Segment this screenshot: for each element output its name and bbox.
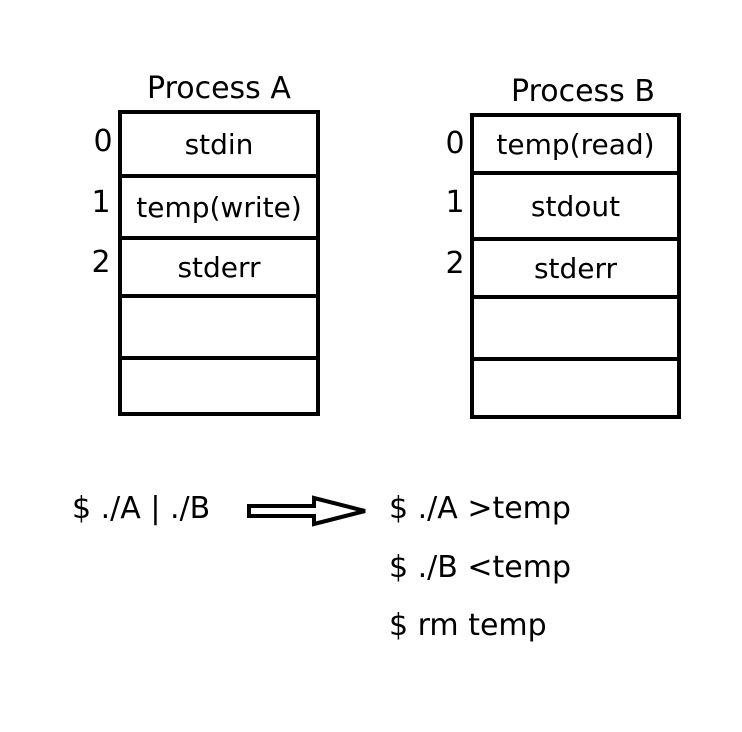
process-b-fd-row-3 bbox=[474, 299, 677, 361]
process-b-fd-index-1: 1 bbox=[445, 185, 465, 220]
process-a-fd-table: stdin temp(write) stderr bbox=[118, 110, 320, 416]
process-a-fd-index-0: 0 bbox=[93, 124, 113, 159]
process-a-fd-index-2: 2 bbox=[91, 245, 111, 280]
process-a-fd-entry-1: temp(write) bbox=[136, 190, 302, 224]
remove-temp-command: $ rm temp bbox=[389, 608, 547, 643]
process-a-fd-entry-2: stderr bbox=[177, 250, 261, 284]
process-b-fd-entry-2: stderr bbox=[533, 251, 618, 285]
process-b-fd-index-0: 0 bbox=[445, 126, 465, 161]
process-b-title: Process B bbox=[511, 74, 655, 109]
process-b-fd-row-0: temp(read) bbox=[474, 117, 677, 175]
redirect-output-command: $ ./A >temp bbox=[389, 491, 571, 526]
redirect-input-command: $ ./B <temp bbox=[389, 550, 572, 585]
process-b-fd-row-1: stdout bbox=[474, 175, 677, 241]
process-a-fd-row-0: stdin bbox=[122, 114, 316, 178]
process-a-fd-row-4 bbox=[122, 360, 316, 412]
process-a-fd-row-2: stderr bbox=[122, 240, 316, 298]
pipeline-command: $ ./A | ./B bbox=[72, 491, 211, 526]
process-b-fd-entry-0: temp(read) bbox=[496, 127, 655, 161]
process-b-fd-table: temp(read) stdout stderr bbox=[470, 113, 681, 419]
hollow-arrow-right-icon bbox=[247, 495, 366, 527]
process-b-fd-index-2: 2 bbox=[445, 246, 465, 281]
process-b-fd-row-2: stderr bbox=[474, 241, 677, 299]
process-b-fd-row-4 bbox=[474, 361, 677, 415]
process-a-fd-entry-0: stdin bbox=[184, 127, 254, 161]
process-a-fd-row-3 bbox=[122, 298, 316, 360]
process-b-fd-entry-1: stdout bbox=[530, 189, 621, 223]
process-a-fd-row-1: temp(write) bbox=[122, 178, 316, 240]
process-a-title: Process A bbox=[147, 71, 291, 106]
process-a-fd-index-1: 1 bbox=[91, 185, 111, 220]
